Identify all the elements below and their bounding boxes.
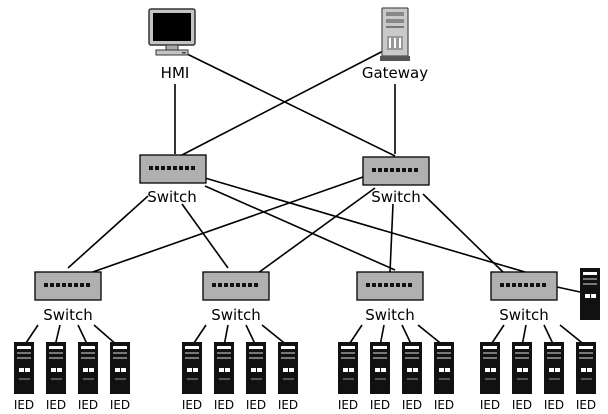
ied-group-2 — [182, 342, 298, 394]
ied-group-4 — [480, 342, 596, 394]
ied-device-icon — [14, 342, 34, 394]
ied-label: IED — [338, 398, 358, 412]
ied-label: IED — [214, 398, 234, 412]
ied-device-icon — [480, 342, 500, 394]
access-switch-1-label: Switch — [43, 306, 93, 324]
ied-device-icon — [78, 342, 98, 394]
access-switch-4-label: Switch — [499, 306, 549, 324]
link-core-right-access-4 — [422, 193, 504, 273]
ied-device-icon — [512, 342, 532, 394]
ied-label: IED — [46, 398, 66, 412]
ied-label: IED — [182, 398, 202, 412]
ied-device-icon — [576, 342, 596, 394]
ied-label: IED — [278, 398, 298, 412]
access-switch-1-icon — [34, 271, 102, 301]
link-gateway-switch-left — [179, 49, 386, 157]
ied-device-icon — [338, 342, 358, 394]
ied-device-icon — [46, 342, 66, 394]
link-core-left-access-2 — [181, 203, 229, 269]
ied-device-icon — [182, 342, 202, 394]
ied-device-icon — [110, 342, 130, 394]
link-core-left-access-3 — [204, 185, 396, 271]
ied-label: IED — [246, 398, 266, 412]
ied-label: IED — [110, 398, 130, 412]
access-switch-2-icon — [202, 271, 270, 301]
ied-label: IED — [78, 398, 98, 412]
ied-device-icon — [246, 342, 266, 394]
core-switch-right-label: Switch — [371, 188, 421, 206]
gateway-label: Gateway — [362, 64, 428, 82]
ied-label: IED — [370, 398, 390, 412]
ied-device-icon — [370, 342, 390, 394]
ied-group-1 — [14, 342, 130, 394]
link-core-right-access-3 — [389, 203, 394, 273]
hmi-label: HMI — [161, 64, 190, 82]
links — [23, 49, 587, 347]
ied-label: IED — [14, 398, 34, 412]
ied-group-3 — [338, 342, 454, 394]
ied-device-icon — [544, 342, 564, 394]
link-core-left-access-4 — [204, 177, 526, 273]
core-switch-right-icon — [362, 156, 430, 186]
server-icon — [580, 268, 600, 320]
access-switch-4-icon — [490, 271, 558, 301]
link-core-right-access-1 — [89, 176, 364, 274]
ied-label: IED — [402, 398, 422, 412]
access-switch-2-label: Switch — [211, 306, 261, 324]
link-hmi-switch-right — [182, 51, 396, 157]
ied-device-icon — [214, 342, 234, 394]
core-switch-left-label: Switch — [147, 188, 197, 206]
ied-label: IED — [576, 398, 596, 412]
access-switch-3-icon — [356, 271, 424, 301]
ied-label: IED — [434, 398, 454, 412]
ied-device-icon — [402, 342, 422, 394]
link-a4-server — [556, 286, 581, 293]
core-switch-left-icon — [139, 154, 207, 184]
link-core-left-access-1 — [67, 195, 149, 269]
server-tower-icon — [380, 7, 410, 61]
ied-device-icon — [278, 342, 298, 394]
ied-label: IED — [544, 398, 564, 412]
ied-device-icon — [434, 342, 454, 394]
ied-label: IED — [480, 398, 500, 412]
access-switch-3-label: Switch — [365, 306, 415, 324]
ied-label: IED — [512, 398, 532, 412]
monitor-icon — [148, 8, 196, 56]
link-core-right-access-2 — [257, 187, 376, 274]
